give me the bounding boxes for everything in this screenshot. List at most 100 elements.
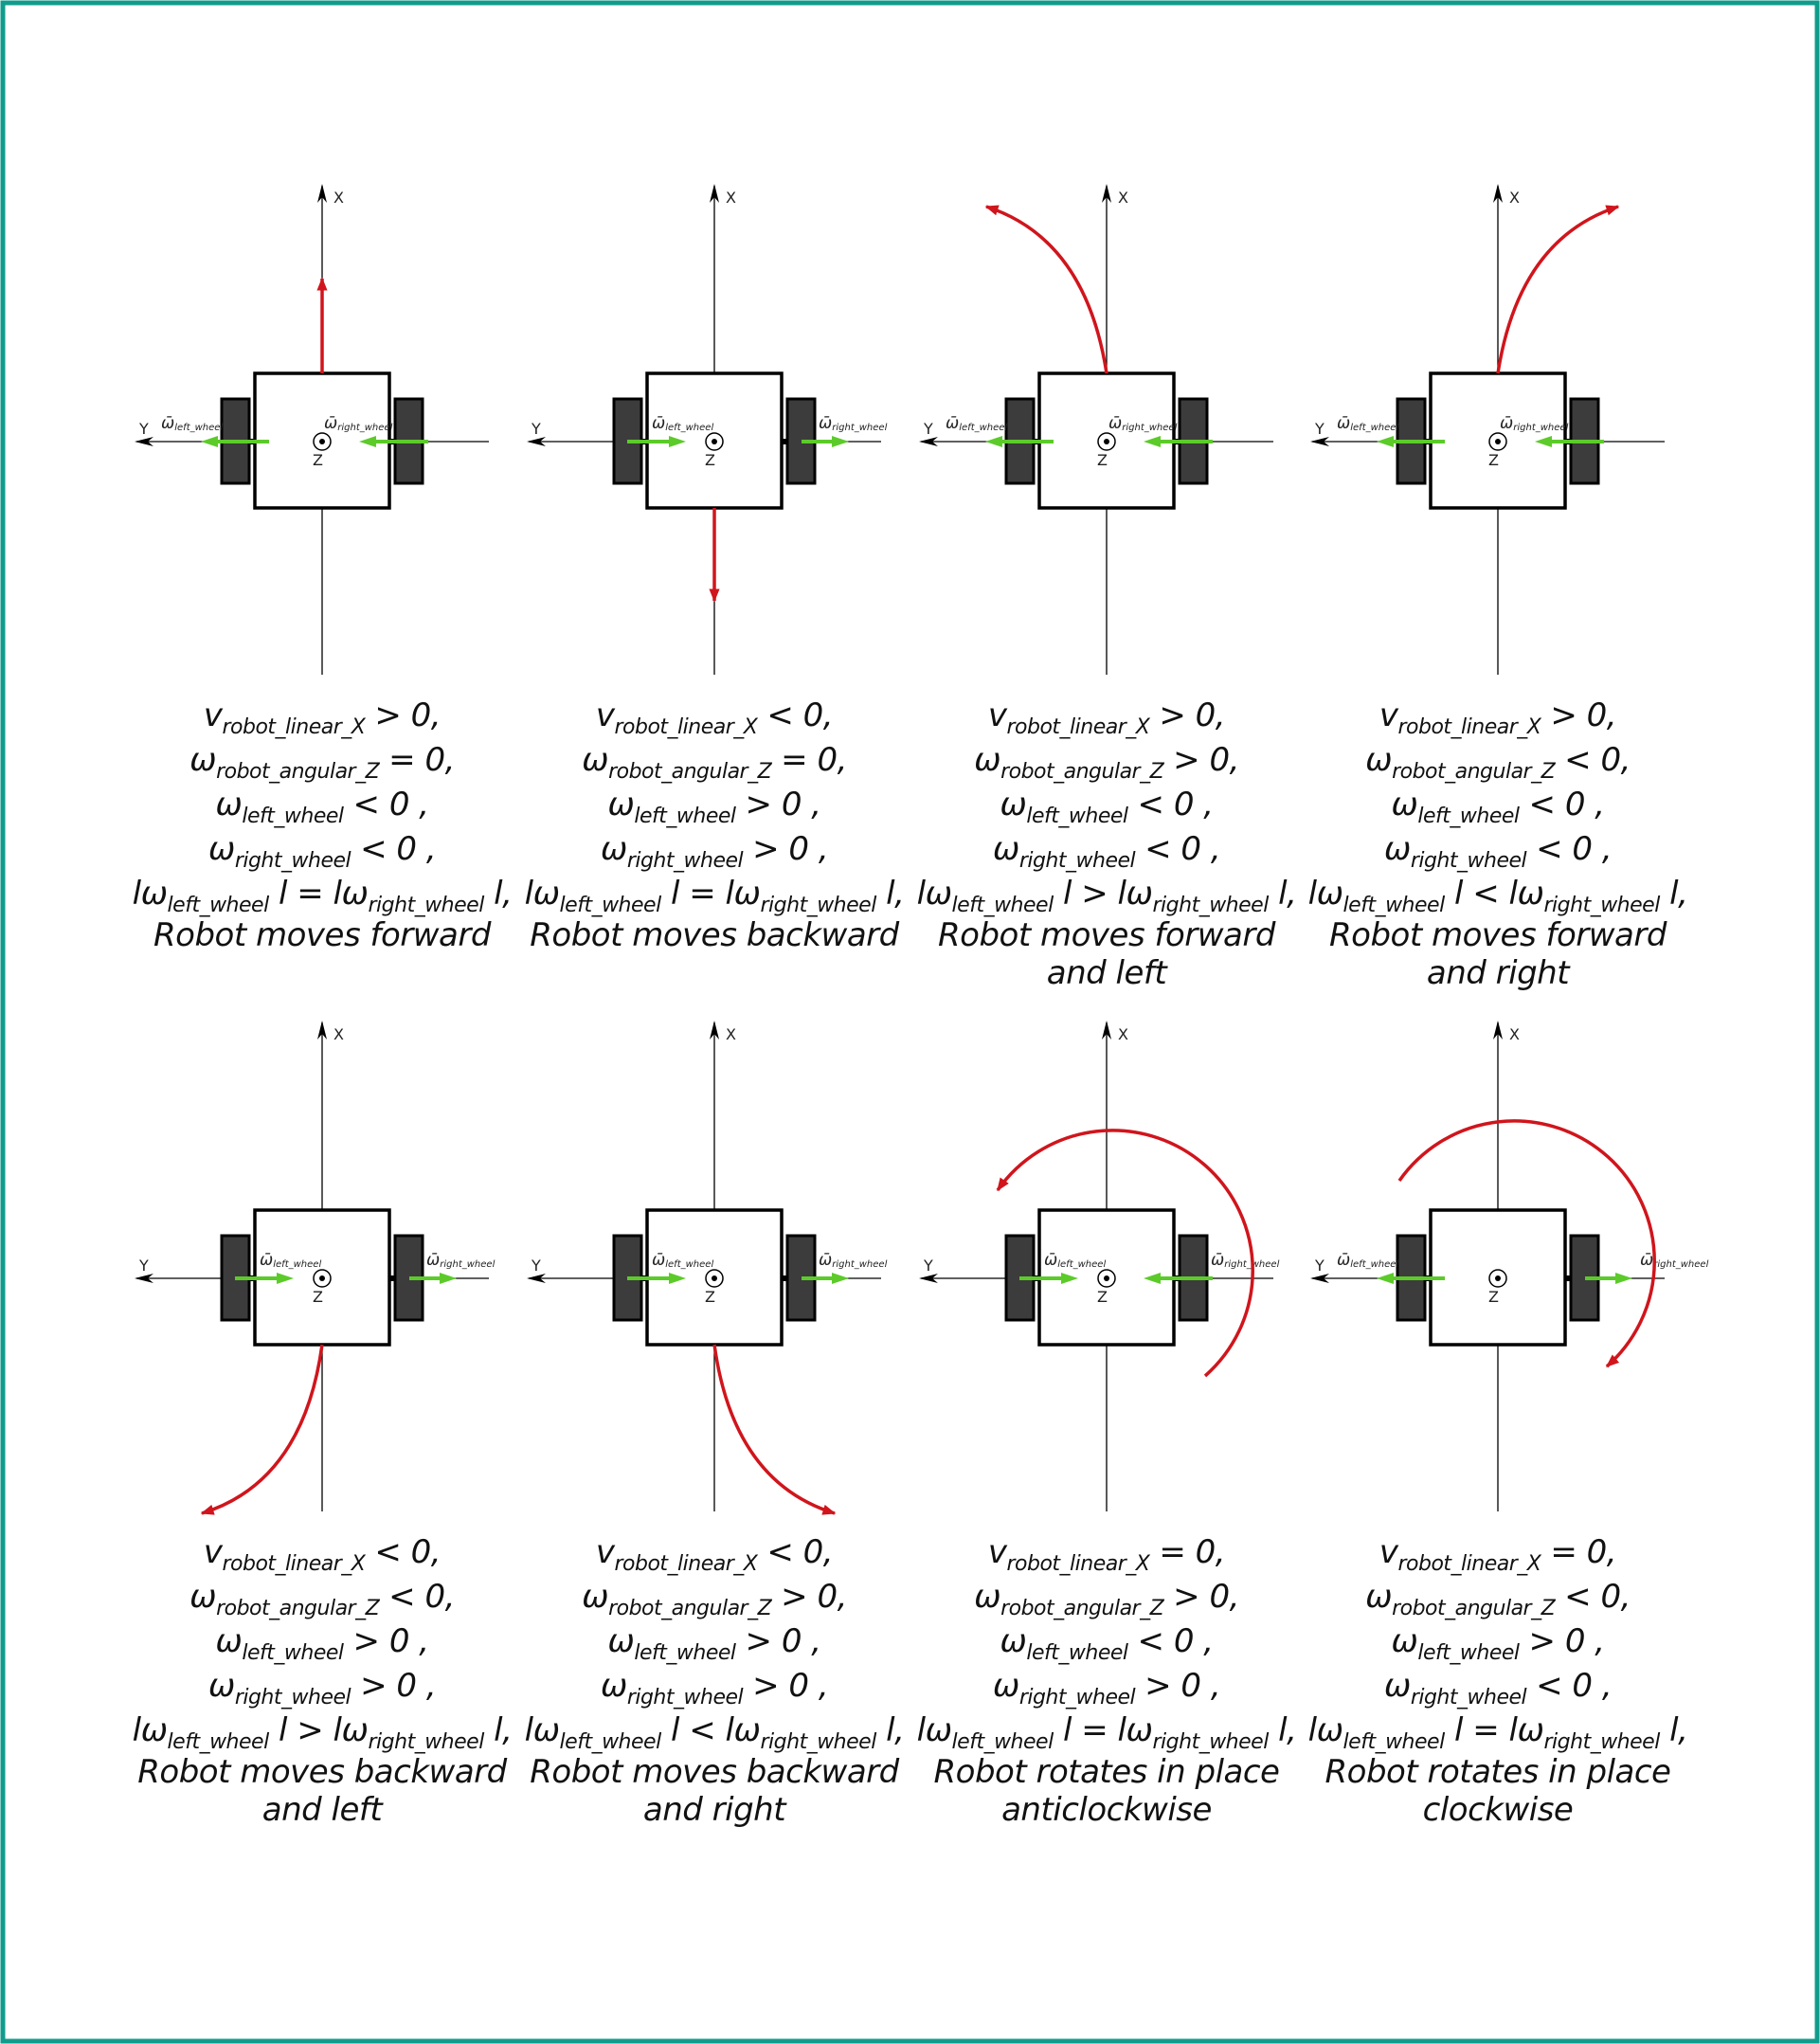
magnitude-operator: >: [297, 1711, 324, 1749]
x-axis-label: X: [333, 189, 344, 207]
x-axis-label: X: [1118, 189, 1128, 207]
magnitude-glyph: ω: [1316, 875, 1343, 913]
condition-relation: > 0,: [374, 696, 441, 734]
condition-subscript: robot_linear_X: [614, 715, 758, 739]
x-axis-label: X: [726, 189, 736, 207]
panel-caption-3: vrobot_linear_X> 0,ωrobot_angular_Z> 0,ω…: [910, 694, 1303, 992]
condition-relation: < 0,: [766, 1533, 834, 1571]
condition-subscript: robot_angular_Z: [1000, 1597, 1164, 1620]
condition-relation: > 0 ,: [752, 1667, 829, 1705]
condition-line: vrobot_linear_X= 0,: [1302, 1530, 1694, 1575]
wheel-velocity-label-left: ω̄left_wheel: [1337, 1251, 1398, 1270]
condition-line: vrobot_linear_X> 0,: [126, 694, 518, 738]
magnitude-glyph: l: [916, 1711, 926, 1749]
condition-subscript: left_wheel: [634, 805, 736, 828]
condition-subscript: robot_linear_X: [1397, 1552, 1541, 1576]
magnitude-subscript: left_wheel: [559, 894, 662, 917]
condition-subscript: robot_linear_X: [1006, 715, 1150, 739]
right-wheel-velocity-arrow-head: [1144, 436, 1161, 447]
condition-line: ωright_wheel> 0 ,: [518, 1664, 910, 1709]
condition-subscript: robot_linear_X: [1006, 1552, 1150, 1576]
condition-symbol: ω: [600, 830, 627, 868]
condition-symbol: ω: [215, 786, 243, 823]
motion-description: Robot moves backward: [530, 916, 899, 954]
z-axis-dot: [319, 439, 325, 444]
condition-relation: < 0 ,: [1137, 1622, 1215, 1660]
left-wheel-velocity-arrow-head: [1377, 436, 1394, 447]
panel-caption-5: vrobot_linear_X< 0,ωrobot_angular_Z< 0,ω…: [126, 1530, 518, 1829]
condition-subscript: right_wheel: [234, 1686, 351, 1709]
magnitude-subscript: right_wheel: [1152, 894, 1270, 917]
z-axis-label: Z: [705, 1288, 715, 1306]
magnitude-glyph: ω: [733, 875, 761, 913]
condition-subscript: left_wheel: [1026, 805, 1128, 828]
condition-line: ωrobot_angular_Z> 0,: [518, 1575, 910, 1619]
left-wheel-velocity-arrow-head: [985, 436, 1002, 447]
condition-subscript: left_wheel: [1417, 805, 1520, 828]
right-wheel-velocity-arrow-head: [440, 1273, 457, 1284]
magnitude-glyph: l: [268, 875, 297, 913]
condition-relation: > 0,: [1159, 696, 1226, 734]
condition-subscript: robot_angular_Z: [608, 760, 772, 784]
z-axis-label: Z: [313, 451, 323, 469]
left-wheel-velocity-arrow-head: [1377, 1273, 1394, 1284]
magnitude-operator: =: [1472, 1711, 1500, 1749]
magnitude-subscript: right_wheel: [1543, 894, 1661, 917]
magnitude-glyph: l: [524, 1711, 533, 1749]
wheel-velocity-label-left: ω̄left_wheel: [260, 1251, 321, 1270]
condition-subscript: robot_linear_X: [222, 1552, 366, 1576]
condition-relation: < 0 ,: [1536, 830, 1613, 868]
magnitude-comparison: lωleft_wheel l < lωright_wheel l,: [518, 1709, 910, 1753]
y-axis-label: Y: [531, 1257, 541, 1275]
condition-line: ωleft_wheel< 0 ,: [910, 1619, 1303, 1664]
x-axis-label: X: [1509, 1025, 1520, 1043]
condition-symbol: ω: [207, 830, 235, 868]
x-axis-label: X: [333, 1025, 344, 1043]
condition-symbol: ω: [189, 741, 217, 779]
magnitude-glyph: l: [1499, 1711, 1518, 1749]
condition-line: ωrobot_angular_Z> 0,: [910, 1575, 1303, 1619]
magnitude-glyph: l: [1307, 1711, 1317, 1749]
condition-relation: > 0 ,: [1528, 1622, 1606, 1660]
condition-line: ωright_wheel< 0 ,: [1302, 1664, 1694, 1709]
z-axis-dot: [1104, 1275, 1109, 1281]
magnitude-subscript: right_wheel: [368, 1730, 485, 1754]
z-axis-label: Z: [1097, 451, 1108, 469]
condition-line: ωrobot_angular_Z= 0,: [126, 738, 518, 783]
wheel-velocity-label-left: ω̄left_wheel: [652, 414, 713, 433]
motion-description: Robot rotates in place: [933, 1753, 1280, 1791]
condition-line: ωleft_wheel> 0 ,: [518, 783, 910, 827]
z-axis-label: Z: [1488, 1288, 1499, 1306]
motion-description: and left: [1046, 954, 1167, 992]
condition-relation: = 0,: [1550, 1533, 1617, 1571]
condition-line: ωright_wheel> 0 ,: [126, 1664, 518, 1709]
condition-subscript: right_wheel: [234, 849, 351, 873]
condition-subscript: right_wheel: [626, 1686, 744, 1709]
magnitude-subscript: left_wheel: [1342, 894, 1446, 917]
magnitude-glyph: ω: [341, 875, 369, 913]
wheel-velocity-label-right: ω̄right_wheel: [324, 414, 393, 433]
condition-subscript: left_wheel: [242, 805, 344, 828]
motion-description: Robot moves backward: [530, 1753, 899, 1791]
condition-line: ωright_wheel< 0 ,: [1302, 827, 1694, 872]
condition-line: vrobot_linear_X= 0,: [910, 1530, 1303, 1575]
magnitude-operator: =: [1081, 1711, 1108, 1749]
magnitude-glyph: ω: [1126, 1711, 1153, 1749]
condition-line: ωright_wheel< 0 ,: [910, 827, 1303, 872]
condition-symbol: ω: [1000, 1622, 1027, 1660]
magnitude-comparison: lωleft_wheel l = lωright_wheel l,: [1302, 1709, 1694, 1753]
y-axis-label: Y: [138, 420, 149, 438]
condition-symbol: v: [595, 696, 615, 734]
motion-arrow: [984, 205, 1108, 374]
z-axis-label: Z: [1097, 1288, 1108, 1306]
magnitude-glyph: l,: [1659, 875, 1688, 913]
magnitude-glyph: l: [1108, 1711, 1126, 1749]
condition-relation: > 0,: [781, 1578, 847, 1616]
condition-subscript: robot_angular_Z: [1000, 760, 1164, 784]
condition-line: ωleft_wheel> 0 ,: [1302, 1619, 1694, 1664]
magnitude-comparison: lωleft_wheel l < lωright_wheel l,: [1302, 872, 1694, 916]
condition-symbol: ω: [974, 741, 1001, 779]
